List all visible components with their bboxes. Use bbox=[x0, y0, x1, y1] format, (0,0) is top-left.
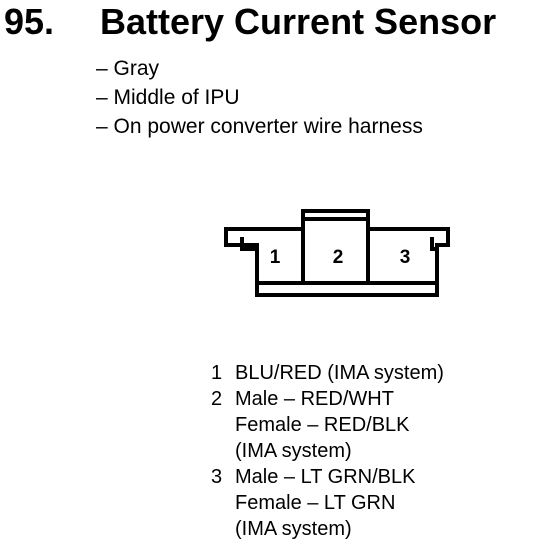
pin-line: BLU/RED (IMA system) bbox=[235, 362, 444, 384]
pin-details: BLU/RED (IMA system) bbox=[235, 360, 444, 386]
note-harness: – On power converter wire harness bbox=[96, 115, 423, 138]
pin-line: Female – RED/BLK bbox=[235, 414, 410, 436]
pin-details: Male – RED/WHT Female – RED/BLK (IMA sys… bbox=[235, 386, 444, 464]
pin-line: (IMA system) bbox=[235, 518, 352, 540]
location-notes: – Gray – Middle of IPU – On power conver… bbox=[96, 54, 423, 141]
section-number: 95. bbox=[4, 1, 55, 42]
pin-label-3: 3 bbox=[400, 247, 411, 268]
note-color: – Gray bbox=[96, 57, 160, 80]
pin-line: Male – RED/WHT bbox=[235, 388, 394, 410]
pin-line: Male – LT GRN/BLK bbox=[235, 466, 416, 488]
page-header: 95. Battery Current Sensor bbox=[4, 0, 544, 48]
pin-line: Female – LT GRN bbox=[235, 492, 396, 514]
pin-number: 1 bbox=[211, 362, 223, 384]
connector-outline bbox=[224, 209, 450, 297]
note-location: – Middle of IPU bbox=[96, 86, 240, 109]
pin-description-list: 1 BLU/RED (IMA system) 2 Male – RED/WHT … bbox=[211, 360, 444, 542]
pin-number: 3 bbox=[211, 466, 223, 488]
pin-item: 3 Male – LT GRN/BLK Female – LT GRN (IMA… bbox=[211, 464, 444, 542]
pin-item: 2 Male – RED/WHT Female – RED/BLK (IMA s… bbox=[211, 386, 444, 464]
pin-line: (IMA system) bbox=[235, 440, 352, 462]
pin-item: 1 BLU/RED (IMA system) bbox=[211, 360, 444, 386]
pin-number: 2 bbox=[211, 388, 223, 410]
pin-details: Male – LT GRN/BLK Female – LT GRN (IMA s… bbox=[235, 464, 444, 542]
page-title: Battery Current Sensor bbox=[100, 1, 497, 42]
pin-label-2: 2 bbox=[333, 247, 344, 268]
pin-label-1: 1 bbox=[270, 247, 281, 268]
connector-diagram: 1 2 3 bbox=[224, 209, 450, 297]
